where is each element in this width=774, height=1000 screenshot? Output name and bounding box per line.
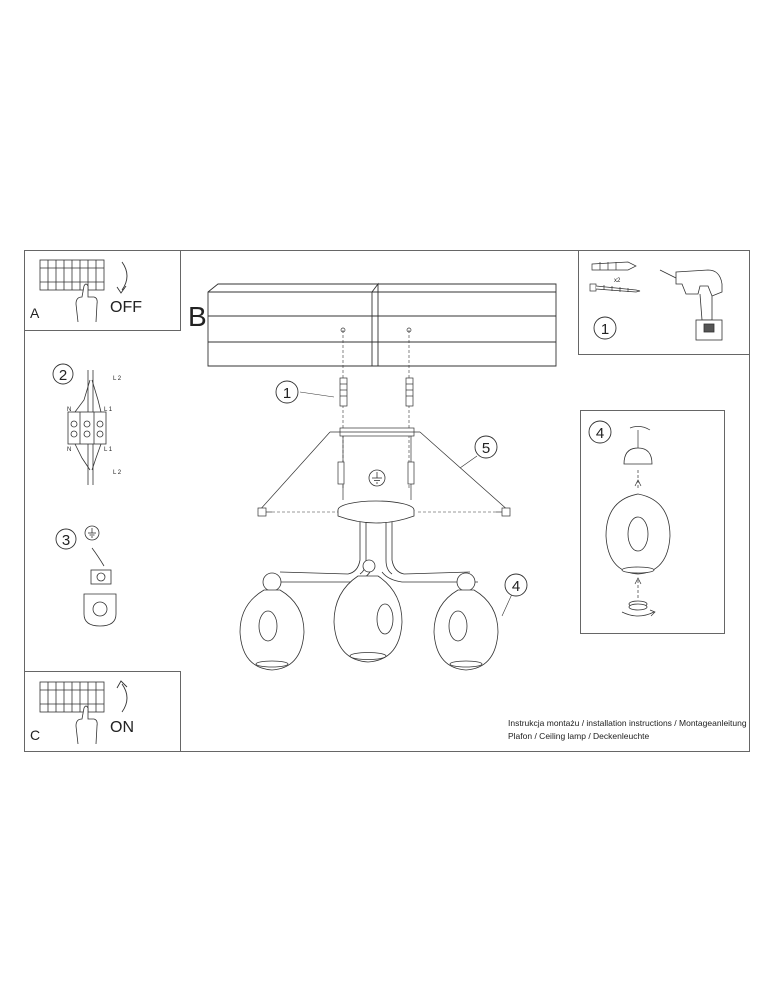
drill-holes bbox=[342, 330, 410, 488]
diagram-frame bbox=[24, 250, 750, 752]
caption-instructions: Instrukcja montażu / installation instru… bbox=[508, 718, 747, 728]
caption-product: Plafon / Ceiling lamp / Deckenleuchte bbox=[508, 731, 650, 741]
kit-step-number: 1 bbox=[601, 321, 609, 338]
off-label: OFF bbox=[110, 299, 142, 316]
panel-b-letter: B bbox=[188, 301, 207, 332]
ground-terminal bbox=[83, 569, 117, 627]
screw-callout: 1 bbox=[283, 385, 291, 402]
arrow-up-icon bbox=[116, 680, 128, 713]
glass-shade-left bbox=[239, 572, 305, 671]
quantity-label: x2 bbox=[614, 278, 621, 284]
step-3-number: 3 bbox=[62, 532, 70, 549]
panel-a: A OFF bbox=[30, 259, 142, 323]
panel-b: B 1 bbox=[188, 282, 557, 671]
wire-n-bottom: N bbox=[67, 447, 71, 453]
mounting-bracket bbox=[257, 427, 511, 513]
breaker-box-a bbox=[39, 259, 105, 291]
arrow-down-icon bbox=[116, 261, 128, 294]
ground-symbol-icon bbox=[84, 525, 100, 541]
lamp-canopy bbox=[337, 500, 415, 524]
detail-step-number: 4 bbox=[596, 425, 604, 442]
panel-c: C ON bbox=[30, 680, 134, 745]
screw-icon bbox=[589, 283, 641, 293]
ground-symbol-icon bbox=[368, 469, 386, 487]
side-screw bbox=[257, 507, 511, 517]
wiring-step: 2 N N L 2 L 1 L 1 L 2 bbox=[52, 363, 122, 485]
kit-panel: x2 1 bbox=[589, 261, 723, 341]
glass-shade-center bbox=[333, 559, 403, 663]
lamp-arms bbox=[276, 522, 478, 583]
wire-n-top: N bbox=[67, 407, 71, 413]
glass-shade-detail bbox=[605, 493, 671, 575]
hand-icon bbox=[75, 705, 98, 745]
glass-shade-right bbox=[433, 572, 499, 671]
wire-l1-bottom: L 1 bbox=[104, 447, 113, 453]
ground-step: 3 bbox=[55, 525, 117, 627]
wall-plug-icon bbox=[591, 261, 637, 271]
breaker-box-c bbox=[39, 681, 105, 713]
wire-l2-bottom: L 2 bbox=[113, 470, 122, 476]
ceiling-board bbox=[207, 282, 557, 367]
wall-plug bbox=[339, 377, 414, 407]
panel-c-letter: C bbox=[30, 727, 40, 743]
rotate-arrow-icon bbox=[621, 609, 656, 617]
on-label: ON bbox=[110, 719, 134, 736]
wire-l1-top: L 1 bbox=[104, 407, 113, 413]
drill-icon bbox=[659, 269, 723, 341]
terminal-block bbox=[67, 370, 107, 485]
mount-callout: 5 bbox=[482, 440, 490, 457]
wire-l2-top: L 2 bbox=[113, 376, 122, 382]
ring-nut-icon bbox=[628, 600, 648, 611]
shade-callout: 4 bbox=[512, 578, 520, 595]
panel-a-letter: A bbox=[30, 305, 40, 321]
lamp-socket bbox=[623, 447, 653, 465]
shade-detail-panel: 4 bbox=[588, 420, 671, 617]
hand-icon bbox=[75, 283, 98, 323]
step-2-number: 2 bbox=[59, 367, 67, 384]
